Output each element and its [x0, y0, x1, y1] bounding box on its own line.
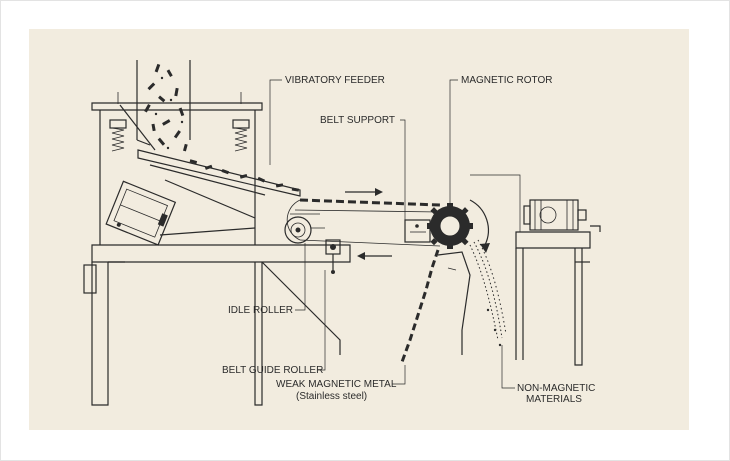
conveyor-belt [286, 198, 441, 247]
drive-link-lower [159, 227, 256, 236]
diagram-labels: VIBRATORY FEEDER MAGNETIC ROTOR BELT SUP… [222, 75, 595, 405]
label-belt-support: BELT SUPPORT [320, 115, 395, 126]
diagram-panel [29, 29, 689, 430]
drive-link [164, 179, 256, 219]
vibratory-feeder-trough [137, 149, 301, 197]
label-idle-roller: IDLE ROLLER [228, 305, 293, 316]
belt-direction-arrows [345, 188, 392, 260]
label-weak-magnetic-metal-note: (Stainless steel) [296, 391, 367, 402]
feed-material [144, 63, 188, 152]
magnetic-rotor [427, 203, 473, 249]
leader-lines [269, 79, 521, 389]
label-belt-guide-roller: BELT GUIDE ROLLER [222, 365, 323, 376]
belt-guide-roller [325, 239, 341, 274]
label-weak-magnetic-metal: WEAK MAGNETIC METAL [276, 379, 397, 390]
vibration-drive [105, 180, 177, 246]
non-magnetic-trajectory [469, 239, 507, 347]
weak-magnetic-trajectory [400, 249, 471, 363]
drive-motor [523, 199, 587, 231]
label-non-magnetic-line1: NON-MAGNETIC [517, 383, 595, 394]
belt-support [404, 219, 431, 243]
feed-hopper [119, 60, 191, 151]
rotor-rotation-arrow [469, 199, 490, 253]
feeder-springs [109, 92, 250, 152]
label-magnetic-rotor: MAGNETIC ROTOR [461, 75, 552, 86]
idle-roller [284, 213, 325, 244]
label-vibratory-feeder: VIBRATORY FEEDER [285, 75, 385, 86]
machine-frame [83, 102, 601, 406]
label-non-magnetic-line2: MATERIALS [526, 394, 582, 405]
